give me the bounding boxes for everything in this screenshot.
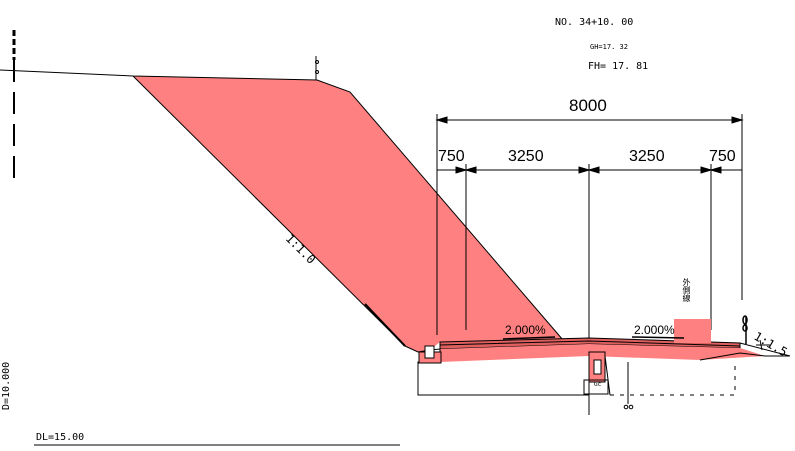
road-section [404, 315, 791, 410]
depth-label: D=10.000 [1, 361, 12, 410]
cut-area [133, 76, 563, 352]
dimension-left-shoulder: 750 [438, 148, 465, 165]
cut-slope-line [132, 75, 406, 347]
outer-line-block [674, 319, 711, 343]
drain-box-label: Gc [594, 381, 602, 388]
dimension-total: 8000 [569, 96, 607, 115]
ground-height: GH=17. 32 [590, 43, 628, 51]
cut-slope-line-offset [364, 303, 406, 347]
ground-marker-icon [315, 56, 319, 80]
dimension-lines [435, 114, 744, 415]
original-ground-line [0, 69, 564, 341]
dimension-left-lane: 3250 [508, 148, 544, 165]
outer-line-label: 外側線 [682, 278, 691, 302]
dimension-right-shoulder: 750 [709, 148, 736, 165]
station-number: NO. 34+10. 00 [555, 17, 634, 28]
left-crossfall: 2.000% [505, 323, 546, 337]
right-crossfall: 2.000% [634, 323, 675, 337]
dimension-right-lane: 3250 [629, 148, 665, 165]
datum-level: DL=15.00 [36, 432, 85, 443]
formation-height: FH= 17. 81 [588, 61, 649, 72]
guardrail-icon [742, 315, 748, 344]
